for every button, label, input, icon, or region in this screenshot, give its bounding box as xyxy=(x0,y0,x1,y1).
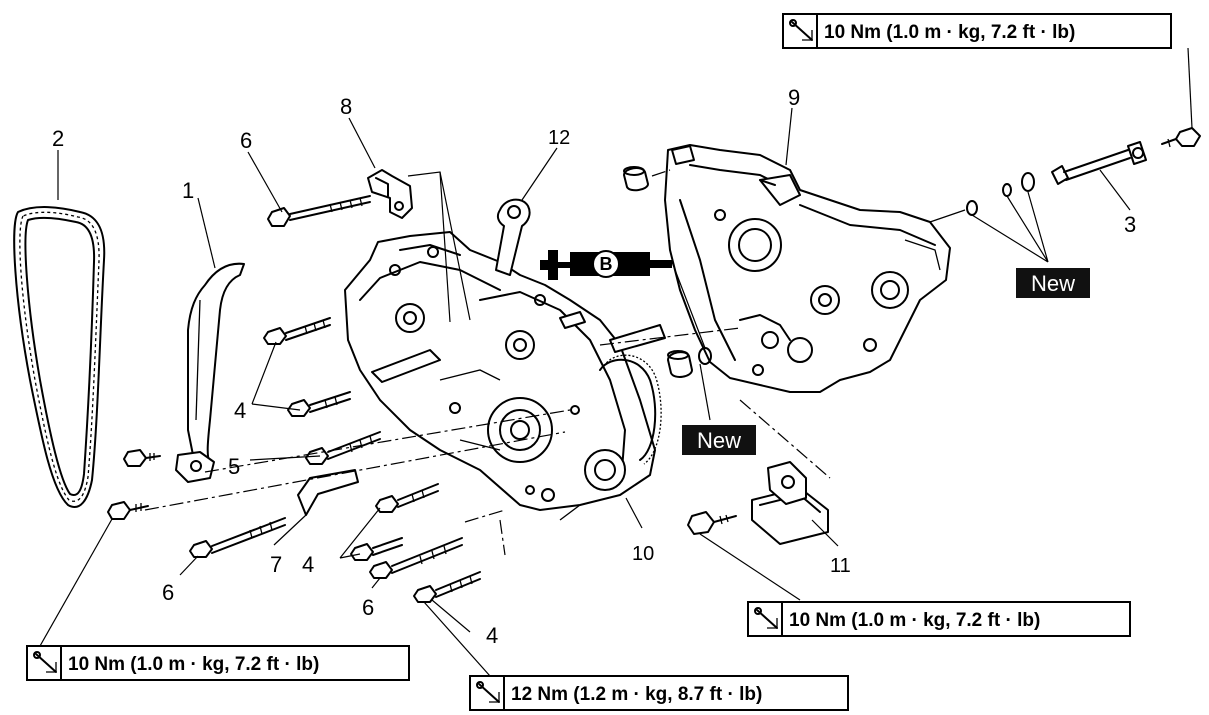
new-badge-lower-text: New xyxy=(697,428,741,453)
part-label-12: 12 xyxy=(548,127,570,149)
part-label-9: 9 xyxy=(788,85,800,110)
sealant-icon xyxy=(540,250,672,280)
part-label-1: 1 xyxy=(182,178,194,203)
timing-chain xyxy=(13,206,106,508)
torque-bottom-center-text: 12 Nm (1.2 m · kg, 8.7 ft · lb) xyxy=(511,684,762,705)
new-badge-lower: New xyxy=(682,425,756,455)
part-label-4-bottom: 4 xyxy=(486,623,498,648)
torque-box-bottom-left: 10 Nm (1.0 m · kg, 7.2 ft · lb) xyxy=(26,645,410,681)
stopper-bracket xyxy=(367,169,413,219)
part-label-6-top: 6 xyxy=(240,128,252,153)
centerlines xyxy=(144,169,831,556)
bolt-4-upper xyxy=(263,317,331,345)
tensioner-bolt xyxy=(1051,141,1147,185)
torque-wrench-icon xyxy=(476,681,500,703)
bolt-4-left xyxy=(287,391,351,417)
dowel-pin-upper xyxy=(623,166,649,192)
part-label-11: 11 xyxy=(830,555,851,577)
crankcase-left xyxy=(344,231,666,521)
part-label-4-mid: 4 xyxy=(302,552,314,577)
bolt-guide-upper xyxy=(123,449,161,467)
torque-bottom-left-text: 10 Nm (1.0 m · kg, 7.2 ft · lb) xyxy=(68,654,319,675)
crankcase-plate xyxy=(751,461,829,545)
torque-wrench-icon xyxy=(33,651,57,673)
new-badge-upper: New xyxy=(1016,268,1090,298)
chain-guide xyxy=(175,262,245,483)
torque-wrench-icon xyxy=(789,19,813,41)
bolt-5 xyxy=(305,431,381,465)
torque-top-right-text: 10 Nm (1.0 m · kg, 7.2 ft · lb) xyxy=(824,22,1075,43)
bolt-6-lower-left xyxy=(189,517,286,558)
bolt-top-right xyxy=(1161,127,1201,148)
bolt-guide-lower xyxy=(107,501,149,520)
new-badge-upper-text: New xyxy=(1031,271,1075,296)
torque-box-bottom-right: 10 Nm (1.0 m · kg, 7.2 ft · lb) xyxy=(747,601,1131,637)
part-label-3: 3 xyxy=(1124,212,1136,237)
o-rings-tensioner xyxy=(966,172,1035,216)
bolt-4-lower xyxy=(350,537,403,561)
part-label-6-lower-left: 6 xyxy=(162,580,174,605)
crankcase-right xyxy=(664,144,951,393)
part-label-7: 7 xyxy=(270,552,282,577)
part-label-8: 8 xyxy=(340,94,352,119)
torque-wrench-icon xyxy=(754,607,778,629)
part-label-5: 5 xyxy=(228,454,240,479)
part-label-2: 2 xyxy=(52,126,64,151)
torque-box-bottom-center: 12 Nm (1.2 m · kg, 8.7 ft · lb) xyxy=(469,675,849,711)
part-label-4-upper: 4 xyxy=(234,398,246,423)
spacer-bar xyxy=(297,469,359,516)
bolt-4-mid xyxy=(375,483,439,513)
leader-lines xyxy=(39,47,1193,677)
torque-bottom-right-text: 10 Nm (1.0 m · kg, 7.2 ft · lb) xyxy=(789,610,1040,631)
bolt-6-top xyxy=(267,195,371,227)
sealant-mark: B xyxy=(600,254,613,274)
part-label-10: 10 xyxy=(632,543,654,565)
bolt-plate xyxy=(687,511,737,535)
bolt-4-bottom xyxy=(413,571,481,603)
dowel-pin-lower xyxy=(667,350,693,378)
shift-arm xyxy=(495,198,531,276)
bolt-6-lower xyxy=(369,537,463,579)
part-label-6-lower: 6 xyxy=(362,595,374,620)
torque-box-top-right: 10 Nm (1.0 m · kg, 7.2 ft · lb) xyxy=(782,13,1172,49)
